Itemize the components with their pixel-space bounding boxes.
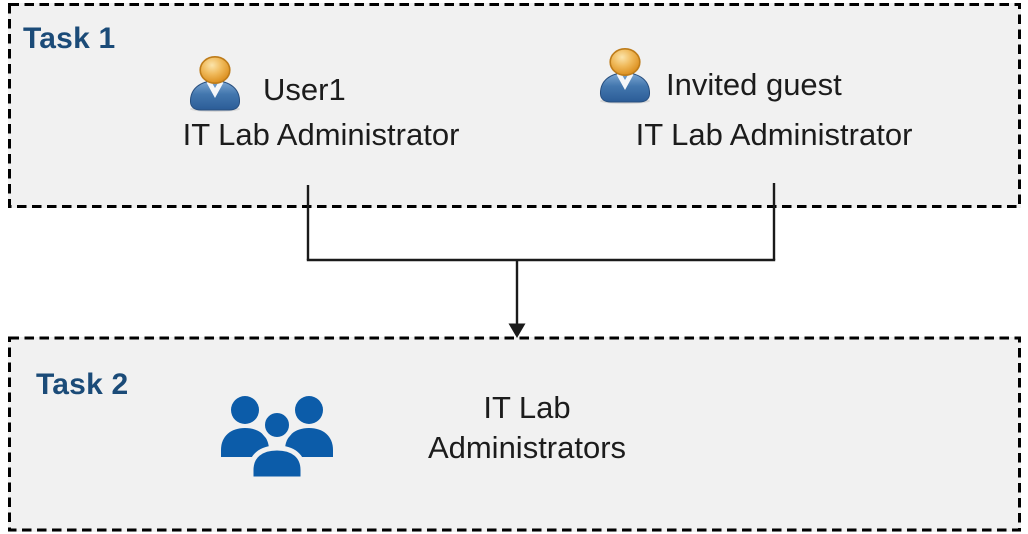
person-icon	[599, 48, 651, 104]
person-icon	[189, 56, 241, 112]
task1-box	[8, 3, 1021, 208]
user-name: User1	[263, 72, 346, 107]
task1-label: Task 1	[23, 22, 116, 55]
people-group-icon	[221, 396, 333, 479]
user-role: IT Lab Administrator	[635, 117, 913, 152]
user-name: Invited guest	[666, 67, 842, 102]
group-name: IT Lab Administrators	[427, 390, 627, 465]
user-role: IT Lab Administrator	[182, 117, 460, 152]
arrowhead-icon	[508, 323, 526, 338]
task2-label: Task 2	[36, 368, 129, 401]
